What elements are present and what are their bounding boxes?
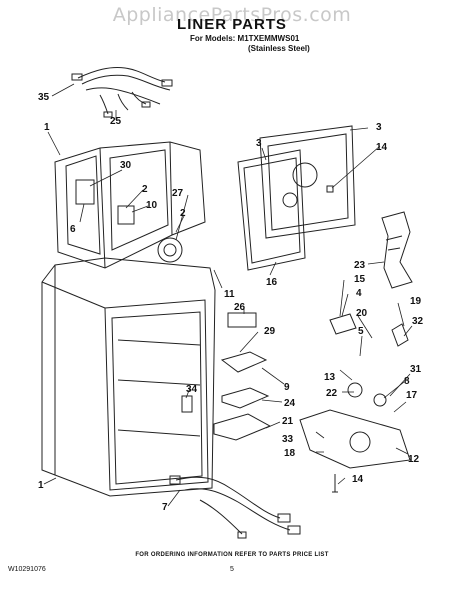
callout-27: 27 [172, 188, 184, 199]
models-line-2: (Stainless Steel) [248, 44, 310, 53]
page-title: LINER PARTS [177, 16, 287, 33]
callout-34: 34 [186, 384, 198, 395]
wire-harness-top [71, 67, 173, 118]
callout-2b: 2 [180, 208, 186, 219]
callout-5: 5 [358, 326, 364, 337]
callout-23: 23 [354, 260, 366, 271]
drawer-part [221, 387, 270, 409]
motor-part [347, 382, 363, 398]
callout-4: 4 [356, 288, 362, 299]
rear-panel [237, 125, 356, 271]
screw-top [326, 185, 334, 193]
callout-29: 29 [264, 326, 276, 337]
callout-14a: 14 [376, 142, 388, 153]
callout-31: 31 [410, 364, 422, 375]
model-info: For Models: M1TXEMMWS01 (Stainless Steel… [190, 34, 310, 54]
callout-32: 32 [412, 316, 424, 327]
fresh-food-liner [41, 257, 216, 497]
cover [220, 351, 268, 373]
callout-9: 9 [284, 382, 290, 393]
screw-14 [332, 474, 338, 493]
callout-19: 19 [410, 296, 422, 307]
callout-21: 21 [282, 416, 294, 427]
callout-3b: 3 [376, 122, 382, 133]
callout-22: 22 [326, 388, 338, 399]
callout-26: 26 [234, 302, 246, 313]
callout-18: 18 [284, 448, 296, 459]
models-line-1: For Models: M1TXEMMWS01 [190, 34, 300, 43]
callout-3a: 3 [256, 138, 262, 149]
callout-10: 10 [146, 200, 158, 211]
fan-shroud [157, 237, 183, 263]
bottom-cover [299, 409, 411, 469]
callout-7: 7 [162, 502, 168, 513]
callout-1: 1 [44, 122, 50, 133]
freezer-liner [54, 141, 206, 269]
callout-24: 24 [284, 398, 296, 409]
callout-14b: 14 [352, 474, 364, 485]
callout-15: 15 [354, 274, 366, 285]
callout-13: 13 [324, 372, 336, 383]
callout-33: 33 [282, 434, 294, 445]
watermark: AppliancePartsPros.com [112, 4, 352, 26]
callout-2: 2 [142, 184, 148, 195]
callout-1b: 1 [38, 480, 44, 491]
callout-6: 6 [70, 224, 76, 235]
callout-12: 12 [408, 454, 420, 465]
callout-25: 25 [110, 116, 122, 127]
ordering-note: FOR ORDERING INFORMATION REFER TO PARTS … [135, 552, 329, 558]
control-housing [75, 179, 95, 205]
callout-16: 16 [266, 277, 278, 288]
page-number: 5 [230, 566, 234, 573]
callout-8: 8 [404, 376, 410, 387]
callout-17: 17 [406, 390, 418, 401]
callout-20: 20 [356, 308, 368, 319]
callout-30: 30 [120, 160, 132, 171]
wire-harness-bottom [169, 475, 301, 539]
clip-34 [181, 395, 193, 413]
damper-part [117, 205, 135, 225]
callout-35: 35 [38, 92, 50, 103]
callout-11: 11 [224, 289, 235, 300]
light-housing [227, 312, 257, 328]
ice-chute [381, 211, 413, 289]
document-number: W10291076 [8, 566, 46, 573]
switch-bracket [329, 313, 357, 335]
